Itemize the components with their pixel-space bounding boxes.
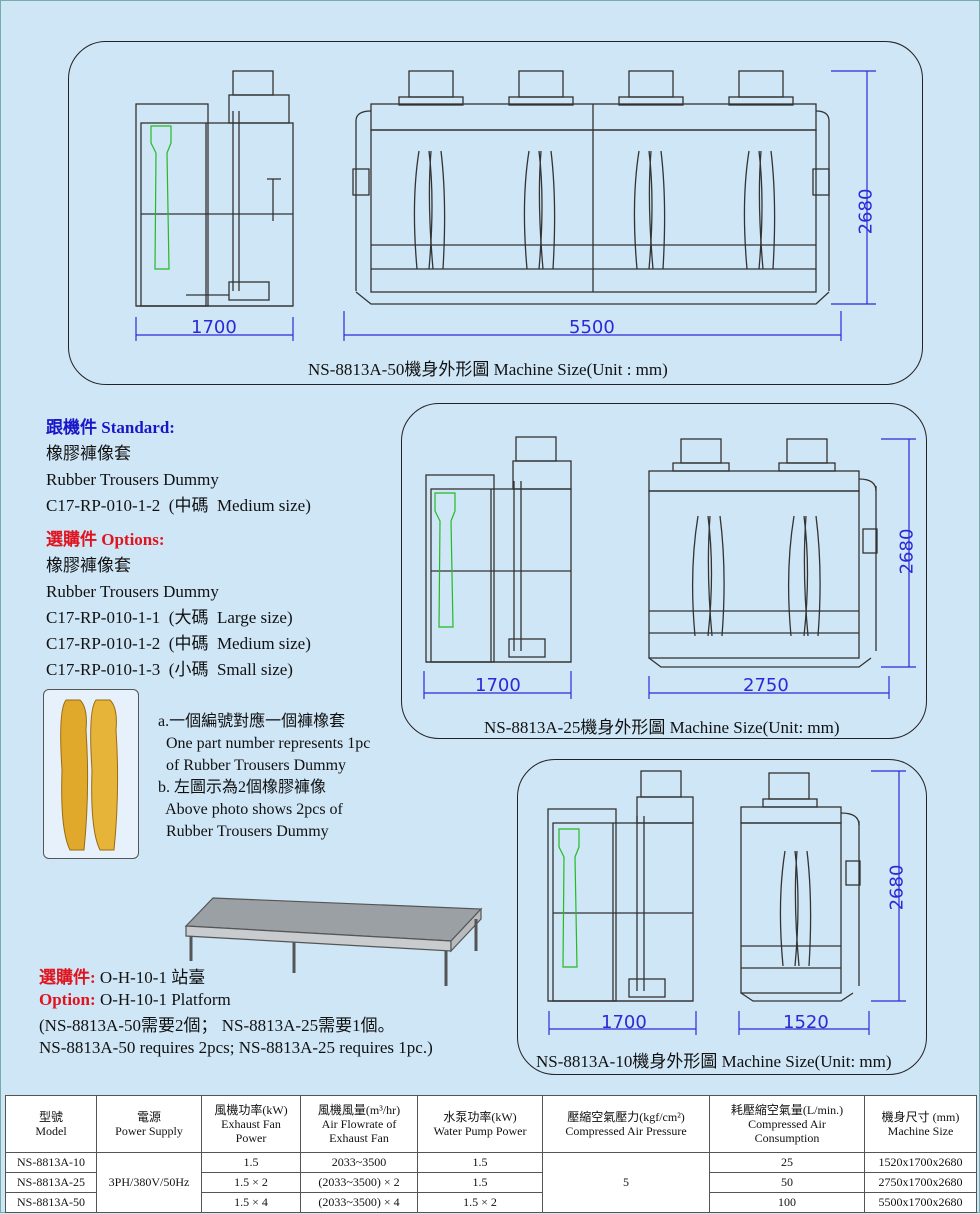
rubber-dummy-image (60, 699, 119, 851)
options-line: C17-RP-010-1-3 (小碼 Small size) (46, 660, 293, 679)
platform-image (184, 897, 483, 986)
standard-line: 橡膠褲像套 (46, 444, 131, 463)
dim-50-side: 1700 (191, 317, 237, 338)
power-supply-cell: 3PH/380V/50Hz (96, 1152, 202, 1213)
options-line: Rubber Trousers Dummy (46, 582, 219, 601)
platform-en: Option: O-H-10-1 Platform (39, 987, 231, 1013)
table-row: NS-8813A-10 3PH/380V/50Hz 1.5 2033~3500 … (5, 1152, 977, 1213)
standard-line: Rubber Trousers Dummy (46, 470, 219, 489)
platform-note-zh: (NS-8813A-50需要2個； NS-8813A-25需要1個。 (39, 1016, 395, 1035)
header-air-pressure: 壓縮空氣壓力(kgf/cm²)Compressed Air Pressure (542, 1095, 710, 1153)
note-line: a.一個編號對應一個褲橡套 (158, 713, 346, 730)
header-pump-power: 水泵功率(kW)Water Pump Power (417, 1095, 543, 1153)
dim-50-height: 2680 (855, 188, 877, 235)
dim-10-height: 2680 (886, 864, 908, 911)
platform-zh-text: O-H-10-1 站臺 (95, 968, 206, 987)
machine-50-caption: NS-8813A-50機身外形圖 Machine Size(Unit : mm) (308, 360, 668, 379)
header-machine-size: 機身尺寸 (mm)Machine Size (864, 1095, 977, 1153)
pressure-cell: 5 (542, 1152, 710, 1213)
dim-50-width: 5500 (569, 317, 615, 338)
note-line: b. 左圖示為2個橡膠褲像 (158, 779, 327, 796)
dim-10-width: 1520 (783, 1012, 829, 1033)
standard-heading: 跟機件 Standard: (46, 415, 175, 441)
options-line: 橡膠褲像套 (46, 556, 131, 575)
note-line: One part number represents 1pc (158, 735, 371, 752)
platform-en-text: O-H-10-1 Platform (95, 990, 231, 1009)
note-line: Above photo shows 2pcs of (158, 801, 343, 818)
rubber-dummy-photo (43, 689, 139, 859)
options-heading-en: Options: (101, 530, 165, 549)
machine-50-panel (68, 41, 923, 385)
platform-zh-label: 選購件: (39, 968, 96, 987)
platform-en-label: Option: (39, 990, 96, 1009)
machine-10-caption: NS-8813A-10機身外形圖 Machine Size(Unit: mm) (536, 1052, 892, 1071)
machine-25-caption: NS-8813A-25機身外形圖 Machine Size(Unit: mm) (484, 718, 840, 737)
platform-note-en: NS-8813A-50 requires 2pcs; NS-8813A-25 r… (39, 1038, 433, 1057)
standard-heading-en: Standard: (101, 418, 175, 437)
platform-zh: 選購件: O-H-10-1 站臺 (39, 965, 205, 991)
dim-25-width: 2750 (743, 675, 789, 696)
dim-25-side: 1700 (475, 675, 521, 696)
machine-25-panel (401, 403, 927, 739)
dim-10-side: 1700 (601, 1012, 647, 1033)
note-line: Rubber Trousers Dummy (158, 823, 329, 840)
standard-heading-zh: 跟機件 (46, 418, 97, 437)
machine-10-panel (517, 759, 927, 1075)
options-heading-zh: 選購件 (46, 530, 97, 549)
standard-line: C17-RP-010-1-2 (中碼 Medium size) (46, 496, 311, 515)
table-row: NS-8813A-50 1.5 × 4 (2033~3500) × 4 1.5 … (5, 1192, 977, 1213)
options-line: C17-RP-010-1-2 (中碼 Medium size) (46, 634, 311, 653)
dim-25-height: 2680 (896, 528, 918, 575)
options-line: C17-RP-010-1-1 (大碼 Large size) (46, 608, 293, 627)
options-heading: 選購件 Options: (46, 527, 165, 553)
note-line: of Rubber Trousers Dummy (158, 757, 347, 774)
